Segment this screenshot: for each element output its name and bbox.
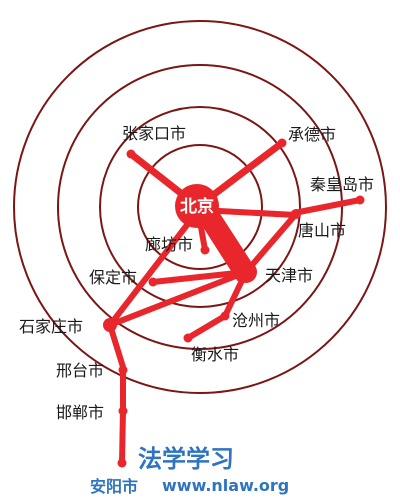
- node-zhangjiakou: [126, 149, 136, 159]
- label-chengde: 承德市: [288, 125, 336, 144]
- distance-rings: [13, 20, 387, 394]
- node-hengshui: [183, 333, 193, 343]
- node-xingtai: [118, 365, 128, 375]
- label-cangzhou: 沧州市: [232, 311, 280, 330]
- city-nodes: [103, 138, 365, 468]
- label-qinhuangdao: 秦皇岛市: [310, 175, 374, 194]
- node-baoding: [148, 277, 158, 287]
- route-tianjin-tangshan: [243, 211, 299, 275]
- watermark: 法学学习 www.nlaw.org: [138, 445, 289, 495]
- node-beijing: [175, 184, 219, 228]
- node-chengde: [277, 138, 287, 148]
- route-shijiazhuang-south: [107, 322, 126, 466]
- label-zhangjiakou: 张家口市: [122, 124, 186, 143]
- label-anyang: 安阳市: [90, 477, 138, 496]
- label-xingtai: 邢台市: [56, 361, 104, 380]
- ring-4: [13, 20, 387, 394]
- ring-1: [137, 144, 263, 270]
- route-beijing-shijiazhuang: [107, 209, 200, 328]
- ring-3: [57, 64, 343, 350]
- label-shijiazhuang: 石家庄市: [19, 317, 83, 336]
- node-handan: [118, 406, 128, 416]
- node-shijiazhuang: [103, 318, 117, 332]
- watermark-title: 法学学习: [138, 445, 234, 473]
- route-tianjin-baoding: [150, 269, 249, 285]
- label-hengshui: 衡水市: [191, 345, 239, 364]
- city-labels: 张家口市 承德市 秦皇岛市 唐山市 廊坊市 天津市 保定市 沧州市 衡水市 石家…: [19, 124, 374, 496]
- node-cangzhou: [220, 311, 230, 321]
- route-tianjin-shijiazhuang: [107, 269, 249, 328]
- label-baoding: 保定市: [89, 268, 137, 287]
- label-tangshan: 唐山市: [298, 221, 346, 240]
- node-tangshan: [291, 209, 301, 219]
- label-langfang: 廊坊市: [145, 235, 193, 254]
- route-tangshan-qinhuangdao: [291, 197, 363, 216]
- node-anyang: [117, 458, 127, 468]
- ring-2: [99, 106, 301, 308]
- watermark-url: www.nlaw.org: [162, 476, 289, 495]
- label-handan: 邯郸市: [56, 403, 104, 422]
- hub-label-beijing: 北京: [180, 196, 214, 217]
- label-tianjin: 天津市: [265, 266, 313, 285]
- node-qinhuangdao: [355, 195, 365, 205]
- node-tianjin: [235, 261, 257, 283]
- node-langfang: [200, 245, 210, 255]
